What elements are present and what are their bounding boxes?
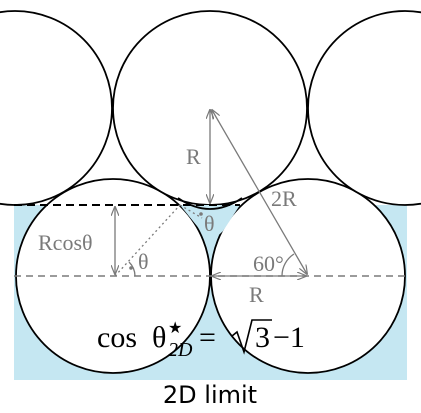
- radius-horizontal-label: R: [249, 282, 264, 307]
- two-r-arrow: [212, 110, 307, 274]
- equation-sqrt-sign: [231, 319, 272, 355]
- diagram-caption: 2D limit: [163, 381, 257, 409]
- theta-lower-label: θ: [138, 249, 149, 274]
- equation-minus-one: −1: [273, 321, 305, 354]
- angle-60-arc: [281, 253, 295, 277]
- radius-vertical-label: R: [186, 144, 201, 169]
- equation-equals: =: [199, 321, 216, 354]
- top-left-circle: [0, 10, 113, 206]
- angle-60-label: 60°: [253, 251, 284, 276]
- contact-tangent-dotted: [179, 204, 203, 219]
- theta-upper-label: θ: [204, 211, 215, 236]
- equation-superscript: ★: [168, 320, 182, 337]
- equation-theta: θ: [152, 321, 166, 354]
- equation-radicand: 3: [255, 321, 270, 354]
- two-r-label: 2R: [271, 186, 297, 211]
- top-right-circle: [307, 10, 421, 206]
- equation-cos: cos: [97, 321, 137, 354]
- contact-angle-equation: cos θ ★ 2D = 3 −1: [97, 319, 305, 361]
- equation-subscript: 2D: [168, 339, 193, 361]
- r-cos-theta-label: Rcosθ: [38, 230, 93, 255]
- contact-radius-dotted: [114, 204, 181, 277]
- theta-lower-dot: [129, 266, 133, 270]
- theta-upper-dot: [199, 212, 203, 216]
- theta-lower-arc: [128, 261, 136, 277]
